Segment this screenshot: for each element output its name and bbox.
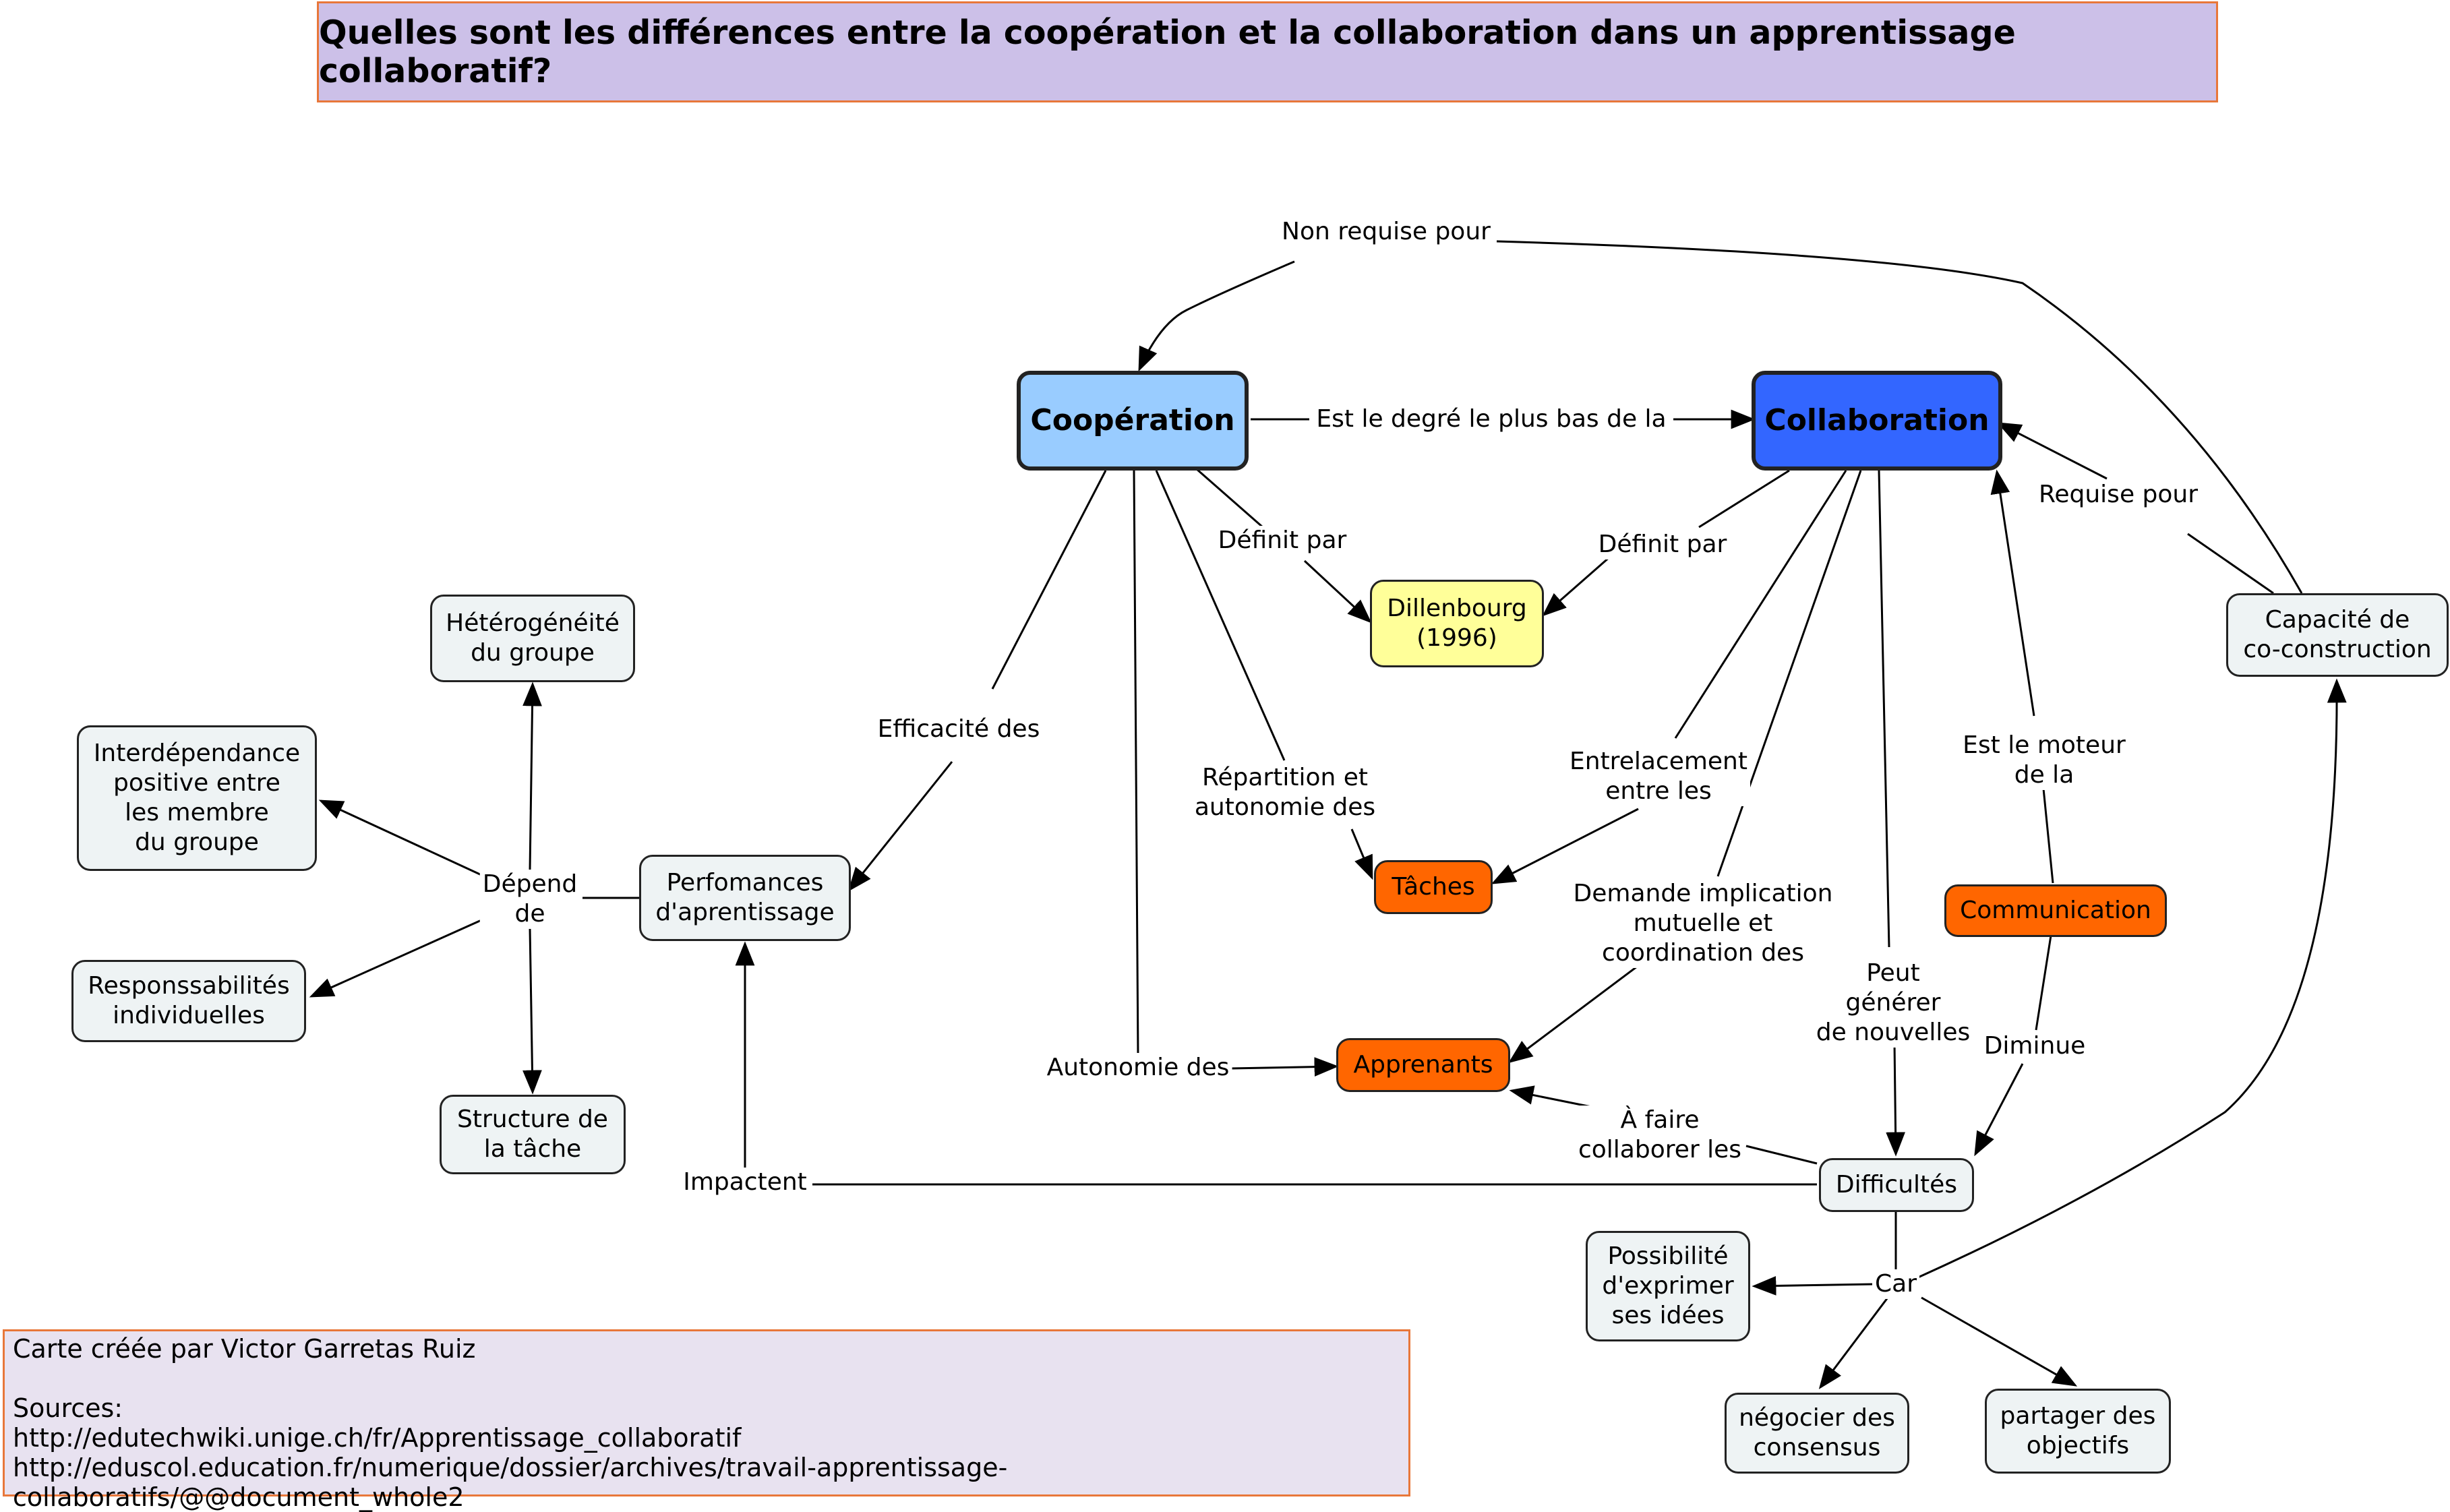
node-heterogeneite[interactable]: Hétérogénéité du groupe: [430, 595, 635, 682]
node-collaboration[interactable]: Collaboration: [1752, 371, 2002, 471]
label-peut-generer: Peut générer de nouvelles: [1813, 959, 1973, 1048]
node-partager[interactable]: partager des objectifs: [1985, 1389, 2171, 1474]
node-exprimer[interactable]: Possibilité d'exprimer ses idées: [1586, 1231, 1750, 1341]
link-definit-2b: [1542, 555, 1611, 617]
label-a-faire: À faire collaborer les: [1575, 1106, 1745, 1165]
node-responsabilites[interactable]: Responssabilités individuelles: [71, 960, 306, 1042]
link-definit-2a: [1698, 469, 1790, 528]
link-car-capacite: [1917, 678, 2347, 1279]
label-non-requise: Non requise pour: [1279, 217, 1493, 247]
link-depend-het: [522, 682, 542, 870]
link-depend-struct: [522, 928, 542, 1095]
node-communication[interactable]: Communication: [1944, 884, 2167, 937]
link-requise-a: [2187, 533, 2274, 595]
label-autonomie: Autonomie des: [1044, 1053, 1232, 1083]
link-entrelacement-b: [1491, 808, 1639, 884]
link-moteur-b: [1990, 469, 2035, 717]
link-entrelacement-a: [1674, 470, 1847, 739]
link-diminue-b: [1974, 1063, 2024, 1157]
node-difficultes[interactable]: Difficultés: [1819, 1158, 1974, 1212]
node-cooperation[interactable]: Coopération: [1017, 371, 1249, 471]
link-peut-a: [1878, 470, 1890, 948]
link-efficacite-b: [847, 761, 953, 892]
link-definit-1b: [1303, 560, 1372, 624]
link-depend-inter: [318, 799, 482, 876]
link-repartition-b: [1350, 828, 1373, 880]
link-diminue-a: [2035, 935, 2052, 1031]
link-autonomie-a: [1133, 470, 1139, 1058]
node-apprenants[interactable]: Apprenants: [1336, 1038, 1510, 1092]
link-non-requise-out: [1496, 240, 2303, 594]
label-efficacite: Efficacité des: [874, 715, 1043, 744]
link-car-negocier: [1818, 1297, 1889, 1389]
label-diminue: Diminue: [1981, 1031, 2089, 1061]
label-definit-2: Définit par: [1595, 530, 1730, 560]
link-efficacite-a: [991, 470, 1107, 690]
link-definit-1a: [1196, 468, 1263, 528]
label-moteur: Est le moteur de la: [1960, 731, 2128, 790]
link-demande-b: [1508, 959, 1646, 1064]
node-structure[interactable]: Structure de la tâche: [440, 1095, 626, 1174]
node-dillenbourg[interactable]: Dillenbourg (1996): [1370, 580, 1544, 667]
node-negocier[interactable]: négocier des consensus: [1725, 1393, 1909, 1474]
link-repartition-a: [1155, 470, 1286, 761]
node-performances[interactable]: Perfomances d'aprentissage: [639, 855, 851, 941]
label-demande: Demande implication mutuelle et coordina…: [1570, 879, 1836, 968]
label-definit-1: Définit par: [1215, 526, 1350, 555]
link-autonomie-b: [1230, 1057, 1339, 1077]
label-entrelacement: Entrelacement entre les: [1567, 747, 1750, 806]
label-degre-bas: Est le degré le plus bas de la: [1313, 404, 1669, 434]
label-impactent: Impactent: [680, 1168, 810, 1197]
link-requise-b: [1996, 422, 2108, 480]
link-car-partager: [1921, 1296, 2078, 1387]
link-depend-resp: [309, 919, 482, 998]
link-peut-b: [1886, 1043, 1906, 1157]
map-title: Quelles sont les différences entre la co…: [317, 1, 2218, 102]
node-capacite[interactable]: Capacité de co-construction: [2226, 593, 2449, 677]
link-car-exprimer: [1752, 1276, 1875, 1296]
node-interdependance[interactable]: Interdépendance positive entre les membr…: [77, 725, 317, 871]
label-depend: Dépend de: [479, 870, 580, 929]
link-afaire-a: [1745, 1145, 1818, 1165]
link-non-requise-in: [1138, 260, 1295, 372]
credits-footer: Carte créée par Victor Garretas Ruiz Sou…: [3, 1329, 1410, 1512]
label-car: Car: [1872, 1269, 1919, 1299]
node-taches[interactable]: Tâches: [1374, 860, 1493, 914]
link-moteur-a: [2041, 781, 2054, 884]
link-demande-a: [1716, 470, 1862, 877]
label-repartition: Répartition et autonomie des: [1191, 763, 1379, 822]
label-requise-pour: Requise pour: [2035, 480, 2201, 510]
